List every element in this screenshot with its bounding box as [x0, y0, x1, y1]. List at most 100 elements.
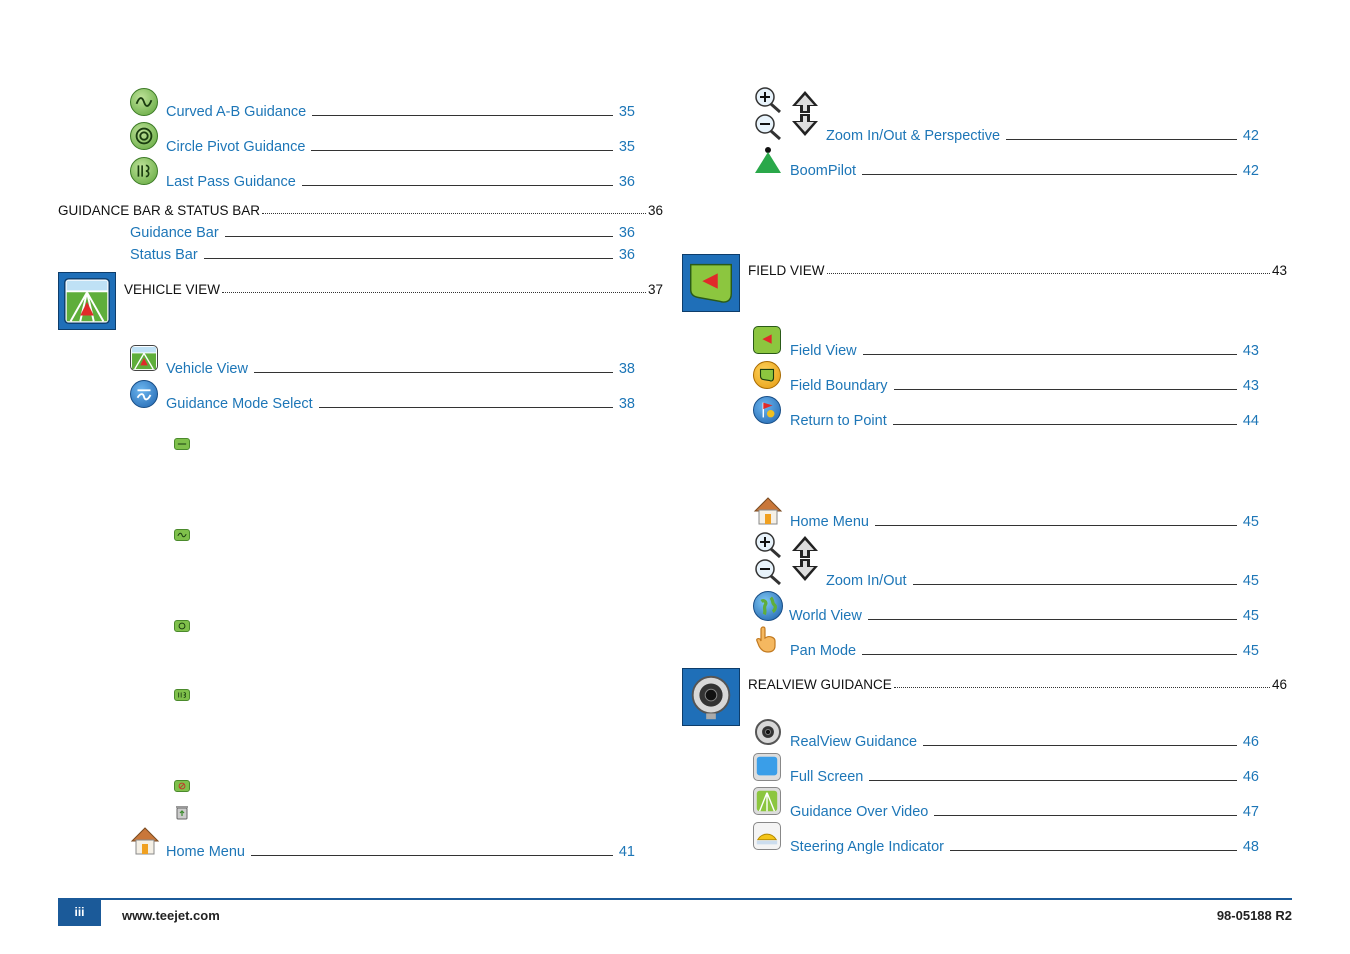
toc-entry-last-pass[interactable]: Last Pass Guidance 36 — [166, 168, 635, 190]
toc-label: Home Menu — [790, 514, 869, 530]
toc-entry-circle-pivot[interactable]: Circle Pivot Guidance 35 — [166, 133, 635, 155]
zoom-out-icon — [753, 113, 783, 141]
toc-entry-boompilot[interactable]: BoomPilot 42 — [790, 157, 1259, 179]
toc-page: 38 — [618, 396, 635, 412]
section-page: 37 — [647, 282, 663, 297]
toc-entry-zoom-perspective[interactable]: Zoom In/Out & Perspective 42 — [826, 122, 1259, 144]
toc-page: 42 — [1242, 128, 1259, 144]
section-guidance-bar[interactable]: GUIDANCE BAR & STATUS BAR 36 — [58, 198, 663, 218]
home-icon — [753, 496, 783, 526]
toc-page: 42 — [1242, 163, 1259, 179]
toc-page: 38 — [618, 361, 635, 377]
toc-page: 43 — [1242, 343, 1259, 359]
section-title: VEHICLE VIEW — [124, 282, 221, 297]
toc-entry-guidance-bar[interactable]: Guidance Bar 36 — [130, 219, 635, 241]
toc-label: Return to Point — [790, 413, 887, 429]
circle-pivot-small-icon — [174, 620, 190, 632]
last-pass-icon — [130, 157, 158, 185]
section-title: REALVIEW GUIDANCE — [748, 677, 892, 692]
toc-label: Guidance Mode Select — [166, 396, 313, 412]
no-guidance-small-icon — [174, 780, 190, 792]
toc-label: Guidance Over Video — [790, 804, 929, 820]
toc-page: 36 — [618, 247, 635, 263]
field-view-icon — [753, 326, 781, 354]
toc-label: Pan Mode — [790, 643, 857, 659]
perspective-up-icon — [790, 535, 820, 559]
vehicle-view-icon — [130, 345, 158, 371]
toc-entry-guidance-over-video[interactable]: Guidance Over Video 47 — [790, 798, 1259, 820]
circle-pivot-icon — [130, 122, 158, 150]
section-page: 46 — [1271, 677, 1287, 692]
toc-label: BoomPilot — [790, 163, 857, 179]
toc-entry-field-boundary[interactable]: Field Boundary 43 — [790, 372, 1259, 394]
toc-page: 44 — [1242, 413, 1259, 429]
toc-page: 48 — [1242, 839, 1259, 855]
toc-page: 41 — [618, 844, 635, 860]
last-pass-small-icon — [174, 689, 190, 701]
section-title: FIELD VIEW — [748, 263, 825, 278]
perspective-down-icon — [790, 558, 820, 582]
toc-label: Field Boundary — [790, 378, 888, 394]
footer-doc-number: 98-05188 R2 — [1216, 908, 1292, 923]
return-to-point-icon — [753, 396, 781, 424]
toc-entry-guidance-mode-select[interactable]: Guidance Mode Select 38 — [166, 390, 635, 412]
section-title: GUIDANCE BAR & STATUS BAR — [58, 203, 261, 218]
toc-entry-pan-mode[interactable]: Pan Mode 45 — [790, 637, 1259, 659]
toc-entry-home-menu-right[interactable]: Home Menu 45 — [790, 508, 1259, 530]
field-view-section-icon — [682, 254, 740, 312]
footer-website[interactable]: www.teejet.com — [122, 908, 220, 923]
toc-label: Zoom In/Out & Perspective — [826, 128, 1001, 144]
vehicle-view-section-icon — [58, 272, 116, 330]
steering-angle-icon — [753, 822, 781, 850]
home-icon — [130, 826, 160, 856]
toc-page: 47 — [1242, 804, 1259, 820]
toc-page: 45 — [1242, 608, 1259, 624]
toc-page: 45 — [1242, 643, 1259, 659]
toc-entry-world-view[interactable]: World View 45 — [789, 602, 1259, 624]
toc-entry-status-bar[interactable]: Status Bar 36 — [130, 241, 635, 263]
toc-page: 43 — [1242, 378, 1259, 394]
section-realview[interactable]: REALVIEW GUIDANCE 46 — [748, 672, 1287, 692]
toc-entry-steering-angle[interactable]: Steering Angle Indicator 48 — [790, 833, 1259, 855]
section-page: 36 — [647, 203, 663, 218]
field-boundary-icon — [753, 361, 781, 389]
toc-entry-curved-ab[interactable]: Curved A-B Guidance 35 — [166, 98, 635, 120]
toc-label: Last Pass Guidance — [166, 174, 296, 190]
recycle-bin-icon — [174, 804, 190, 820]
zoom-out-icon — [753, 558, 783, 586]
footer-rule — [58, 898, 1292, 900]
page-number: iii — [58, 900, 101, 926]
toc-page: 35 — [618, 139, 635, 155]
toc-label: Circle Pivot Guidance — [166, 139, 306, 155]
section-page: 43 — [1271, 263, 1287, 278]
toc-label: RealView Guidance — [790, 734, 918, 750]
toc-page: 45 — [1242, 573, 1259, 589]
section-vehicle-view[interactable]: VEHICLE VIEW 37 — [124, 277, 663, 297]
toc-label: Zoom In/Out — [826, 573, 907, 589]
section-field-view[interactable]: FIELD VIEW 43 — [748, 258, 1287, 278]
straight-ab-small-icon — [174, 438, 190, 450]
toc-page: 36 — [618, 225, 635, 241]
curved-ab-icon — [130, 88, 158, 116]
guidance-over-video-icon — [753, 787, 781, 815]
toc-label: Guidance Bar — [130, 225, 219, 241]
toc-label: World View — [789, 608, 862, 624]
toc-entry-vehicle-view[interactable]: Vehicle View 38 — [166, 355, 635, 377]
toc-label: Steering Angle Indicator — [790, 839, 944, 855]
curved-ab-small-icon — [174, 529, 190, 541]
toc-page: 45 — [1242, 514, 1259, 530]
toc-label: Status Bar — [130, 247, 198, 263]
toc-entry-return-to-point[interactable]: Return to Point 44 — [790, 407, 1259, 429]
guidance-mode-select-icon — [130, 380, 158, 408]
perspective-down-icon — [790, 113, 820, 137]
toc-entry-zoom[interactable]: Zoom In/Out 45 — [826, 567, 1259, 589]
toc-label: Vehicle View — [166, 361, 248, 377]
realview-section-icon — [682, 668, 740, 726]
toc-page: 36 — [618, 174, 635, 190]
toc-page: 35 — [618, 104, 635, 120]
toc-label: Curved A-B Guidance — [166, 104, 307, 120]
